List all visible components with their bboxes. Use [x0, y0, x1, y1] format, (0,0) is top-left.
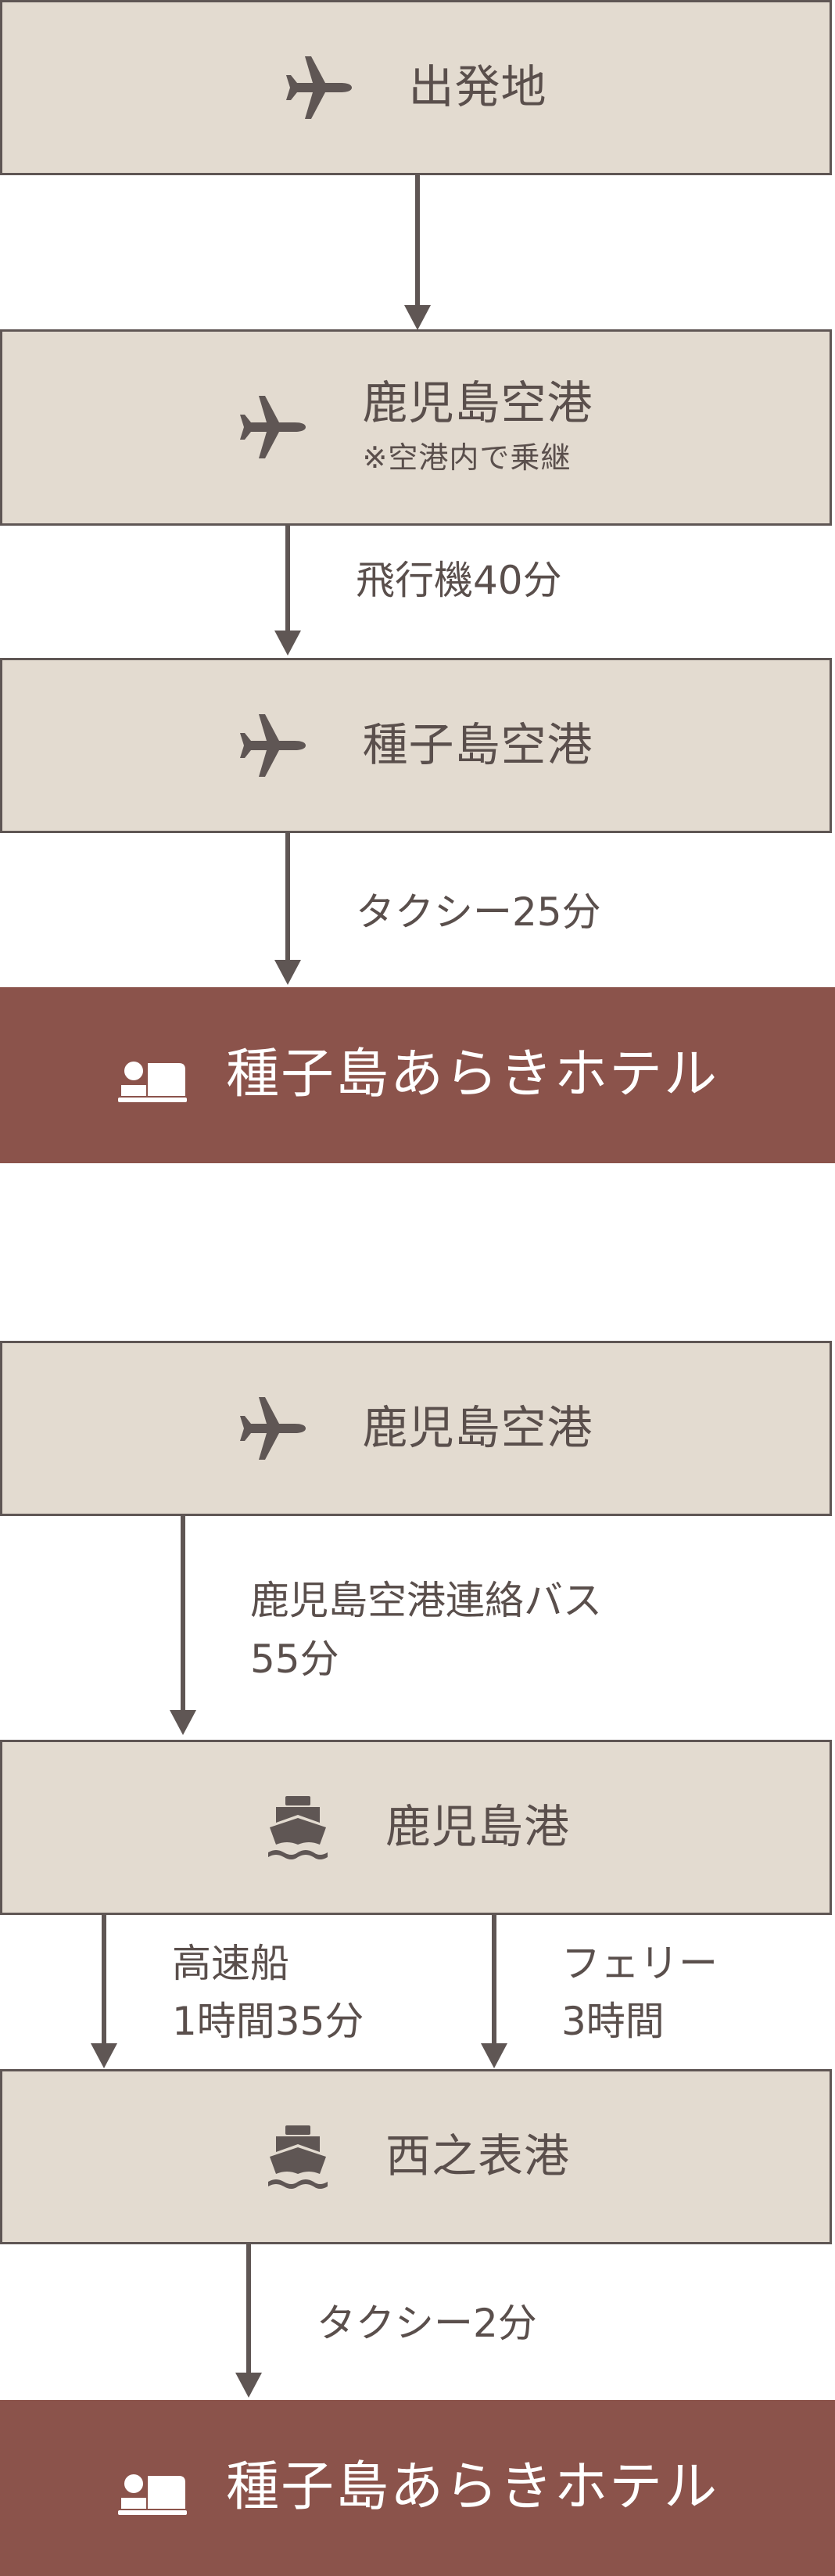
- arrowhead: [170, 1710, 196, 1735]
- node-kagoshima-port: 鹿児島港: [0, 1740, 832, 1915]
- arrowhead: [404, 305, 431, 330]
- bed-icon: [117, 1061, 187, 1102]
- airplane-icon: [240, 396, 306, 459]
- kagoshima-airport-label: 鹿児島空港: [362, 1401, 593, 1455]
- nishinoomote-port-label: 西之表港: [385, 2129, 570, 2183]
- ferry-label-line2: 3時間: [561, 1999, 665, 2044]
- flight-duration-label: 飛行機40分: [356, 558, 562, 603]
- arrowhead: [274, 631, 301, 656]
- node-kagoshima-airport-1: 鹿児島空港 ※空港内で乗継: [0, 329, 832, 526]
- arrow-ferry: [492, 1915, 496, 2045]
- kagoshima-port-label: 鹿児島港: [385, 1800, 570, 1854]
- arrowhead: [235, 2373, 262, 2398]
- arrow-airport-to-hotel: [285, 833, 290, 961]
- bus-label-line1: 鹿児島空港連絡バス: [250, 1578, 602, 1623]
- node-kagoshima-airport-2: 鹿児島空港: [0, 1341, 832, 1516]
- airplane-icon: [240, 1397, 306, 1460]
- node-origin: 出発地: [0, 0, 832, 175]
- bus-label-line2: 55分: [250, 1636, 339, 1682]
- ferry-label-line1: フェリー: [561, 1941, 718, 1986]
- arrowhead: [91, 2043, 117, 2068]
- arrow-airport-to-port: [181, 1516, 185, 1712]
- arrow-origin-to-kagoshima-airport: [415, 175, 420, 308]
- origin-label: 出発地: [408, 60, 547, 114]
- highspeed-label-line1: 高速船: [172, 1941, 289, 1986]
- bed-icon: [117, 2474, 187, 2515]
- node-tanegashima-airport: 種子島空港: [0, 658, 832, 833]
- hotel-label: 種子島あらきホテル: [225, 2456, 719, 2519]
- hotel-label: 種子島あらきホテル: [225, 1044, 719, 1106]
- tanegashima-airport-label: 種子島空港: [362, 718, 593, 772]
- node-hotel-2: 種子島あらきホテル: [0, 2400, 835, 2576]
- taxi-duration-label: タクシー2分: [317, 2301, 537, 2346]
- node-hotel-1: 種子島あらきホテル: [0, 987, 835, 1163]
- arrowhead: [274, 960, 301, 985]
- arrow-port-to-hotel: [246, 2244, 251, 2374]
- arrowhead: [481, 2043, 507, 2068]
- kagoshima-airport-label: 鹿児島空港: [362, 376, 593, 430]
- node-nishinoomote-port: 西之表港: [0, 2069, 832, 2244]
- airplane-icon: [240, 714, 306, 777]
- ship-icon: [267, 2125, 328, 2189]
- airplane-icon: [286, 56, 353, 119]
- arrow-highspeed-boat: [102, 1915, 106, 2045]
- arrow-kagoshima-to-tanegashima-airport: [285, 526, 290, 632]
- transfer-note: ※空港内で乗継: [362, 440, 572, 475]
- highspeed-label-line2: 1時間35分: [172, 1999, 364, 2044]
- taxi-duration-label: タクシー25分: [356, 889, 601, 935]
- ship-icon: [267, 1796, 328, 1859]
